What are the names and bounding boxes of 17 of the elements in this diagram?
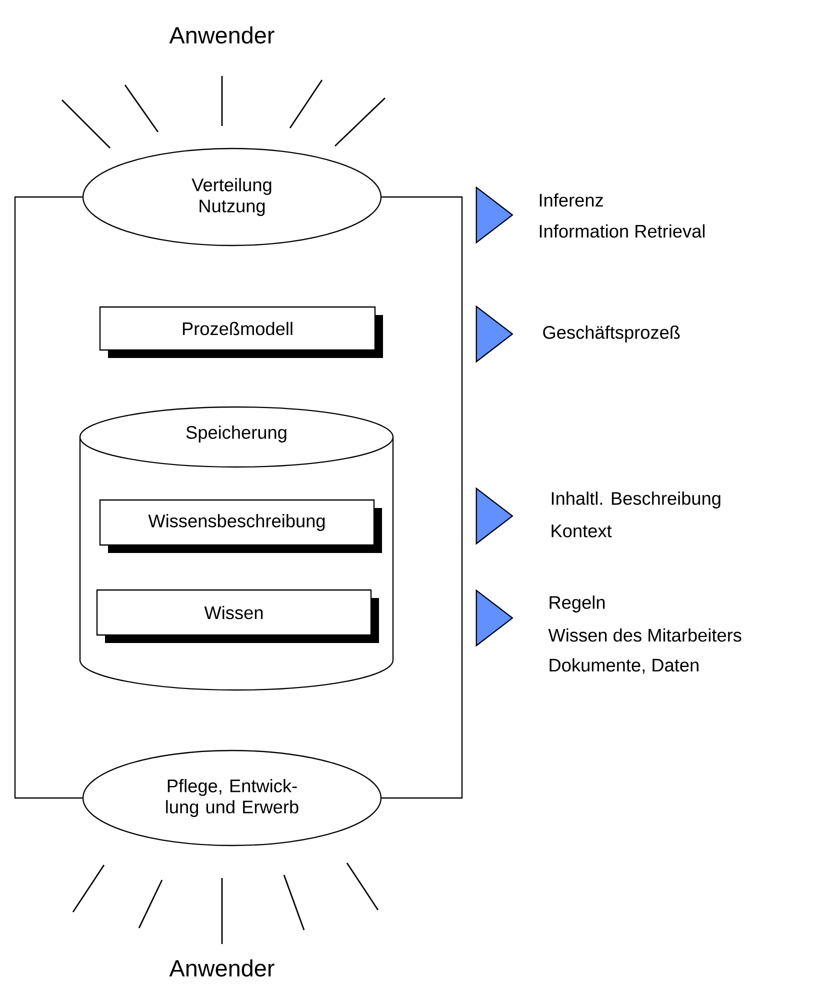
user-label: Anwender (169, 26, 274, 44)
shadow-box: Wissen (96, 589, 379, 643)
marker-caption: Information Retrieval (540, 224, 705, 238)
marker-caption: Inferenz (540, 193, 603, 207)
frame-line (14, 196, 82, 799)
marker-caption: Regeln (550, 596, 605, 612)
user-label: Anwender (169, 959, 274, 977)
marker-caption: Kontext (552, 524, 612, 538)
marker-caption: Inhaltl. Beschreibung (552, 492, 720, 508)
shadow-box: Prozeßmodell (99, 306, 383, 358)
marker-caption: Geschäftsprozeß (543, 326, 680, 342)
marker-caption: Dokumente, Daten (550, 658, 698, 674)
frame-line (382, 196, 463, 799)
ellipse-node: Pflege, Entwick- lung und Erwerb (82, 750, 382, 846)
shadow-box: Wissensbeschreibung (99, 499, 382, 553)
ellipse-node: Verteilung Nutzung (82, 148, 382, 246)
marker-caption: Wissen des Mitarbeiters (548, 628, 742, 642)
